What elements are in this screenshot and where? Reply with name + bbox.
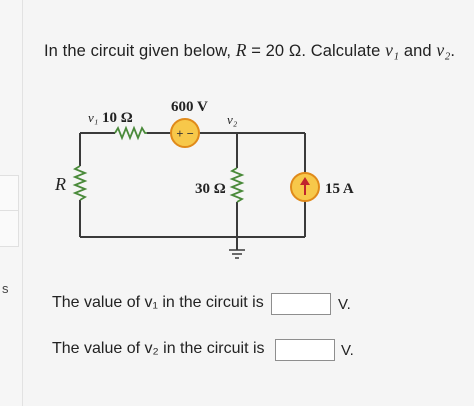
- left-panel: s: [0, 0, 23, 406]
- voltage-source-label: 600 V: [171, 99, 208, 115]
- node-v2-label: v₂: [227, 112, 238, 127]
- circuit-wires: [79, 132, 306, 250]
- question-intro: In the circuit given below,: [44, 42, 236, 60]
- question-v1: v₁: [385, 40, 400, 60]
- resistor-30-ohm-label: 30 Ω: [195, 181, 226, 197]
- ground-icon: [229, 249, 245, 259]
- answer-v2-input[interactable]: [275, 339, 335, 361]
- answer-v2-unit: V.: [341, 342, 354, 359]
- left-panel-box: [0, 210, 19, 247]
- resistor-30-ohm: [229, 167, 245, 203]
- answer-v2-text: The value of v₂ in the circuit is: [52, 340, 265, 357]
- current-arrowhead-icon: [300, 177, 310, 185]
- resistor-10-ohm: [114, 125, 147, 141]
- node-v1-label: v₁: [88, 110, 98, 125]
- answer-v1-input[interactable]: [271, 293, 331, 315]
- question-r-value: = 20 Ω. Calculate: [246, 42, 386, 60]
- question-text: In the circuit given below, R = 20 Ω. Ca…: [44, 40, 455, 61]
- question-r-symbol: R: [235, 40, 247, 60]
- answer-v1-text: The value of v₁ in the circuit is: [52, 294, 264, 311]
- resistor-r-label: R: [54, 174, 66, 194]
- voltage-source-sign: + −: [176, 127, 193, 141]
- answer-v1-unit: V.: [338, 296, 351, 313]
- current-source-label: 15 A: [325, 181, 354, 197]
- resistor-r: [72, 165, 88, 201]
- left-panel-letter: s: [2, 281, 9, 296]
- resistor-10-ohm-label: 10 Ω: [102, 110, 133, 126]
- voltage-source: [170, 118, 200, 148]
- question-and: and: [399, 42, 437, 60]
- question-v2: v₂: [436, 40, 451, 60]
- question-end: .: [450, 42, 456, 60]
- question-card: [23, 0, 474, 406]
